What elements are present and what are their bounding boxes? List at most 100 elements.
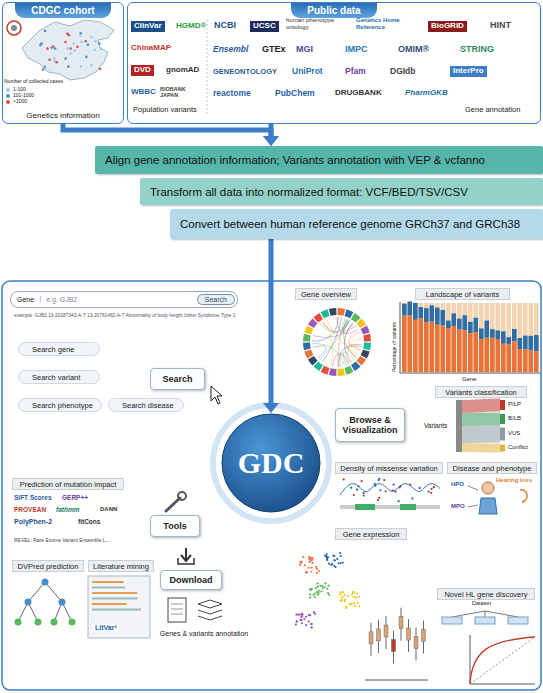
illustration-part xyxy=(310,571,312,573)
illustration-part xyxy=(340,555,342,557)
label-text: DANN xyxy=(100,506,117,513)
illustration-part xyxy=(35,619,42,626)
node-text: Literature mining xyxy=(93,562,149,571)
node-text: Search variant xyxy=(32,373,80,382)
landscape-bars xyxy=(400,301,540,373)
illustration-part xyxy=(365,680,428,681)
illustration-part xyxy=(98,42,101,45)
illustration-part xyxy=(303,334,311,342)
node-text: Public data xyxy=(291,3,376,18)
label-text: InterPro xyxy=(450,66,487,77)
illustration-part xyxy=(48,58,51,61)
panel-title: Novel HL gene discovery xyxy=(437,588,535,600)
illustration-part xyxy=(350,487,352,489)
illustration-part xyxy=(304,350,313,359)
label-text: GENEONTOLOGY xyxy=(213,68,277,76)
illustration-part xyxy=(318,590,320,592)
illustration-part xyxy=(25,599,32,606)
illustration-part xyxy=(462,426,500,443)
illustration-part xyxy=(338,368,346,376)
illustration-part xyxy=(468,303,473,372)
illustration-part xyxy=(446,303,451,372)
illustration-part xyxy=(92,603,127,605)
illustration-part xyxy=(333,565,335,567)
illustration-part xyxy=(485,611,518,617)
illustration-part xyxy=(311,623,313,625)
illustration-part xyxy=(300,562,302,564)
label-text: LitVar² xyxy=(93,624,119,632)
illustration-part xyxy=(392,490,394,492)
label-text: UCSC xyxy=(250,21,279,32)
illustration-part xyxy=(87,43,90,46)
case-dots xyxy=(39,30,102,71)
panel-title: Literature mining xyxy=(88,560,154,572)
illustration-part xyxy=(22,20,114,80)
illustration-part xyxy=(512,303,517,372)
label-text: WBBC xyxy=(131,88,156,97)
illustration-part xyxy=(394,491,396,493)
illustration-part xyxy=(457,319,462,330)
illustration-part xyxy=(92,598,138,600)
illustration-part xyxy=(457,330,462,372)
illustration-part xyxy=(363,494,365,496)
illustration-part xyxy=(523,303,528,372)
label-text: Percentage of variants xyxy=(392,322,398,372)
illustration-part xyxy=(430,322,435,372)
illustration-part xyxy=(358,596,360,598)
label-text: PolyPhen-2 xyxy=(14,518,52,526)
illustration-part xyxy=(314,613,316,615)
illustration-part xyxy=(446,328,451,372)
illustration-part xyxy=(353,591,355,593)
illustration-part xyxy=(463,303,468,372)
label-text: GERP++ xyxy=(62,494,88,501)
illustration-part xyxy=(333,555,335,557)
panel-title: Gene overview xyxy=(295,288,357,300)
illustration-part xyxy=(500,428,505,441)
illustration-part xyxy=(470,637,535,684)
illustration-part xyxy=(452,313,457,326)
illustration-part xyxy=(518,303,523,372)
illustration-part xyxy=(59,599,66,606)
label-text: Pfam xyxy=(345,67,366,76)
illustration-part xyxy=(329,308,337,316)
process-band: Align gene annotation information; Varia… xyxy=(95,146,543,174)
decision-tree xyxy=(15,579,76,626)
illustration-part xyxy=(51,619,58,626)
illustration-part xyxy=(312,344,344,366)
illustration-part xyxy=(80,65,83,68)
density-chart xyxy=(340,478,440,510)
illustration-part xyxy=(295,613,297,615)
illustration-part xyxy=(354,605,356,607)
illustration-part xyxy=(317,594,319,596)
illustration-part xyxy=(482,482,494,494)
illustration-part xyxy=(316,591,318,593)
panel-title: Landscape of variants xyxy=(415,288,510,300)
legend-text: 101-1000 xyxy=(13,93,34,98)
legend-swatch xyxy=(6,100,10,104)
illustration-part xyxy=(7,21,21,35)
illustration-part xyxy=(402,303,407,372)
illustration-part xyxy=(42,579,49,586)
illustration-part xyxy=(419,303,424,372)
illustration-part xyxy=(357,602,359,604)
illustration-part xyxy=(343,594,345,596)
label-text: B/LB xyxy=(508,415,521,422)
illustration-part xyxy=(304,564,306,566)
illustration-part xyxy=(479,328,484,339)
illustration-part xyxy=(431,488,433,490)
illustration-part xyxy=(299,564,301,566)
illustration-part xyxy=(317,585,319,587)
illustration-part xyxy=(80,40,83,43)
illustration-part xyxy=(435,325,440,372)
illustration-part xyxy=(520,490,527,502)
illustration-part xyxy=(46,47,49,50)
illustration-part xyxy=(69,619,76,626)
illustration-part xyxy=(379,489,381,491)
illustration-part xyxy=(523,336,528,350)
illustration-part xyxy=(400,373,540,374)
illustration-part xyxy=(500,445,505,452)
illustration-part xyxy=(301,615,303,617)
label-text: Genes & variants annotation xyxy=(156,630,252,638)
circle-fill xyxy=(222,414,320,512)
node-text: Prediction of mutation impact xyxy=(20,480,117,489)
